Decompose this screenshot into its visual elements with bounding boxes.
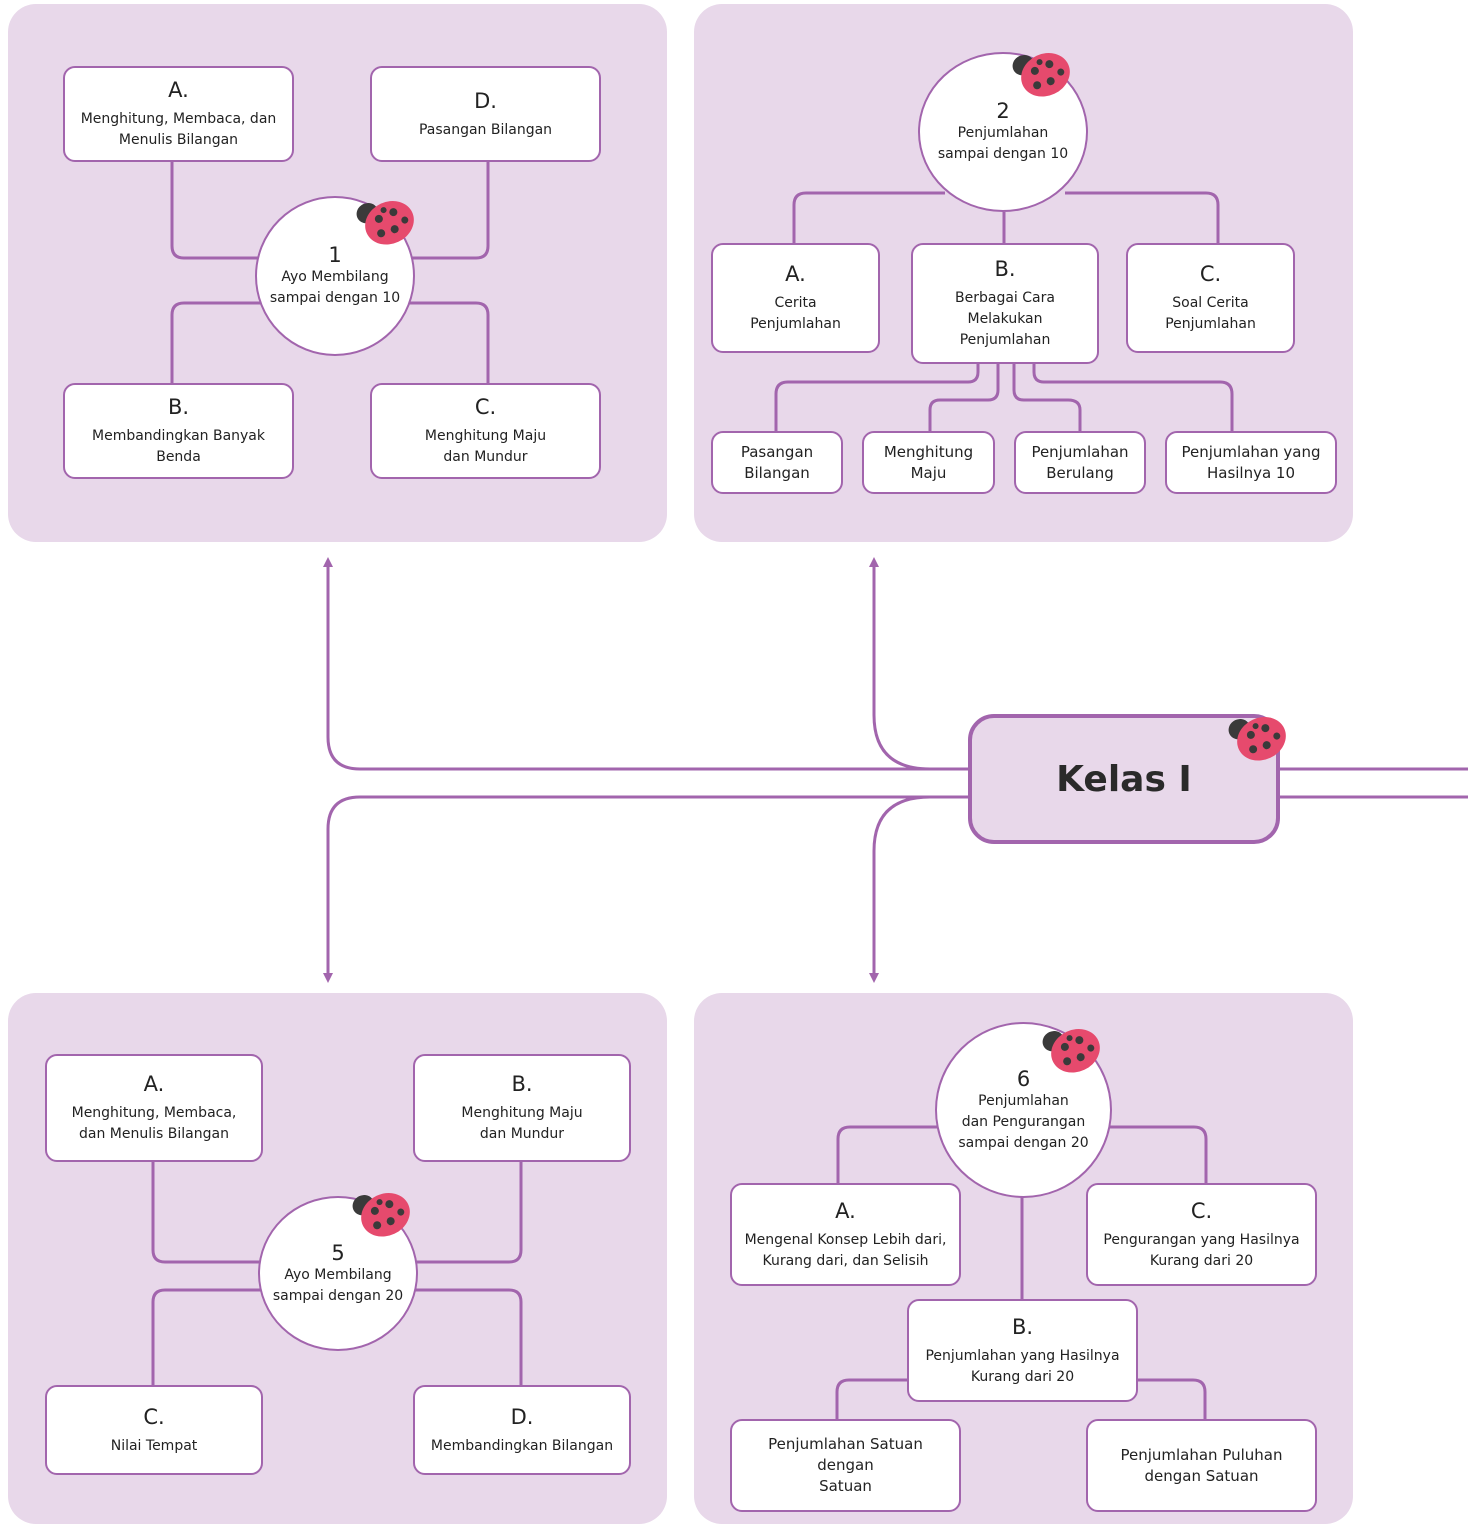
chapter-6-subtopic[interactable]: Penjumlahan Satuan dengan Satuan — [730, 1419, 961, 1512]
chapter-2-topic-a[interactable]: A. Cerita Penjumlahan — [711, 243, 880, 353]
subtopic-text: Penjumlahan Puluhan dengan Satuan — [1120, 1445, 1283, 1485]
ladybug-icon — [356, 201, 414, 245]
topic-letter: A. — [785, 262, 806, 286]
center-label: Kelas I — [1056, 758, 1192, 800]
chapter-title: Penjumlahan dan Pengurangan sampai denga… — [958, 1092, 1089, 1151]
wire-to-chapter-1 — [323, 557, 968, 771]
chapter-2-topic-c[interactable]: C. Soal Cerita Penjumlahan — [1126, 243, 1295, 353]
chapter-title: Ayo Membilang sampai dengan 10 — [269, 269, 401, 306]
ladybug-icon — [352, 1193, 410, 1237]
topic-text: Berbagai Cara Melakukan Penjumlahan — [955, 290, 1055, 348]
topic-text: Mengenal Konsep Lebih dari, Kurang dari,… — [744, 1231, 947, 1269]
topic-letter: B. — [994, 257, 1016, 281]
topic-letter: B. — [1011, 1314, 1034, 1339]
subtopic-text: Penjumlahan Berulang — [1031, 442, 1129, 482]
chapter-1-topic-b[interactable]: B. Membandingkan Banyak Benda — [63, 383, 294, 479]
chapter-1-topic-c[interactable]: C. Menghitung Maju dan Mundur — [370, 383, 601, 479]
center-node[interactable]: Kelas I — [968, 714, 1280, 844]
topic-text: Menghitung, Membaca, dan Menulis Bilanga… — [80, 111, 277, 148]
chapter-2-subtopic[interactable]: Penjumlahan yang Hasilnya 10 — [1165, 431, 1337, 494]
chapter-5-circle[interactable]: 5 Ayo Membilang sampai dengan 20 — [258, 1196, 418, 1351]
chapter-2-subtopic[interactable]: Penjumlahan Berulang — [1014, 431, 1146, 494]
topic-letter: A. — [835, 1198, 856, 1223]
topic-letter: D. — [474, 88, 497, 113]
topic-text: Pasangan Bilangan — [418, 121, 553, 138]
topic-text: Membandingkan Banyak Benda — [92, 428, 265, 465]
topic-letter: A. — [168, 78, 189, 102]
chapter-1-topic-d[interactable]: D. Pasangan Bilangan — [370, 66, 601, 162]
subtopic-text: Penjumlahan Satuan dengan Satuan — [768, 1435, 923, 1495]
chapter-2-topic-b[interactable]: B. Berbagai Cara Melakukan Penjumlahan — [911, 243, 1099, 364]
chapter-2-subtopic[interactable]: Pasangan Bilangan — [711, 431, 843, 494]
chapter-5-topic-d[interactable]: D. Membandingkan Bilangan — [413, 1385, 631, 1475]
topic-text: Cerita Penjumlahan — [750, 295, 841, 332]
subtopic-text: Penjumlahan yang Hasilnya 10 — [1181, 442, 1321, 482]
subtopic-text: Menghitung Maju — [883, 442, 974, 482]
wire-to-chapter-5 — [323, 795, 968, 983]
topic-text: Pengurangan yang Hasilnya Kurang dari 20 — [1103, 1231, 1300, 1269]
wire-to-chapter-6 — [869, 795, 931, 983]
subtopic-text: Pasangan Bilangan — [740, 442, 814, 482]
topic-text: Soal Cerita Penjumlahan — [1165, 295, 1256, 332]
topic-letter: A. — [143, 1072, 165, 1096]
topic-text: Nilai Tempat — [110, 1437, 198, 1454]
chapter-1-topic-a[interactable]: A. Menghitung, Membaca, dan Menulis Bila… — [63, 66, 294, 162]
wire-to-chapter-2 — [869, 557, 931, 771]
chapter-number: 1 — [328, 243, 342, 267]
chapter-5-topic-a[interactable]: A. Menghitung, Membaca, dan Menulis Bila… — [45, 1054, 263, 1162]
chapter-2-subtopic[interactable]: Menghitung Maju — [862, 431, 995, 494]
chapter-6-topic-b[interactable]: B. Penjumlahan yang Hasilnya Kurang dari… — [907, 1299, 1138, 1402]
topic-letter: C. — [1199, 262, 1222, 286]
topic-letter: C. — [143, 1404, 165, 1429]
topic-text: Penjumlahan yang Hasilnya Kurang dari 20 — [925, 1347, 1120, 1385]
topic-text: Menghitung Maju dan Mundur — [424, 428, 547, 465]
ladybug-icon — [1012, 53, 1070, 97]
chapter-6-topic-a[interactable]: A. Mengenal Konsep Lebih dari, Kurang da… — [730, 1183, 961, 1286]
topic-text: Membandingkan Bilangan — [430, 1437, 614, 1454]
topic-letter: B. — [511, 1072, 533, 1096]
chapter-number: 5 — [331, 1240, 345, 1265]
ladybug-icon — [1042, 1029, 1100, 1073]
chapter-5-topic-c[interactable]: C. Nilai Tempat — [45, 1385, 263, 1475]
topic-letter: D. — [510, 1404, 534, 1429]
ladybug-icon — [1228, 717, 1286, 761]
chapter-6-subtopic[interactable]: Penjumlahan Puluhan dengan Satuan — [1086, 1419, 1317, 1512]
topic-letter: C. — [474, 395, 497, 419]
topic-letter: C. — [1190, 1198, 1213, 1223]
topic-letter: B. — [167, 395, 190, 419]
chapter-6-topic-c[interactable]: C. Pengurangan yang Hasilnya Kurang dari… — [1086, 1183, 1317, 1286]
chapter-number: 6 — [1016, 1066, 1031, 1091]
topic-text: Menghitung, Membaca, dan Menulis Bilanga… — [71, 1105, 237, 1142]
chapter-5-topic-b[interactable]: B. Menghitung Maju dan Mundur — [413, 1054, 631, 1162]
chapter-number: 2 — [996, 99, 1010, 123]
topic-text: Menghitung Maju dan Mundur — [461, 1105, 583, 1142]
chapter-title: Ayo Membilang sampai dengan 20 — [272, 1266, 404, 1304]
chapter-title: Penjumlahan sampai dengan 10 — [937, 125, 1069, 162]
